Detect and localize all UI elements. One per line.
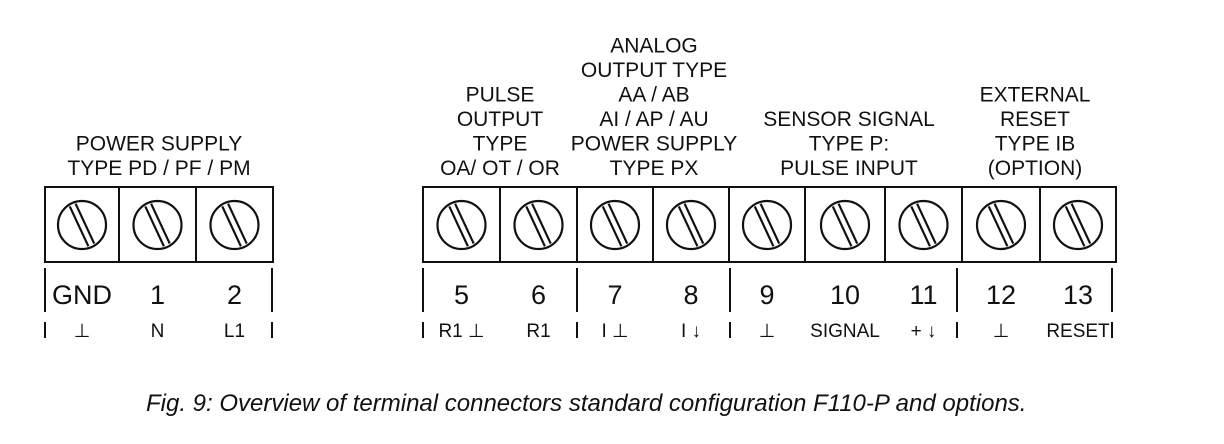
screw-slot-line — [753, 205, 775, 247]
screw-slot-line — [607, 203, 629, 245]
screw-slot-line — [454, 203, 475, 245]
terminal-sublabel: ⊥ — [759, 321, 776, 342]
screw-icon — [741, 199, 793, 251]
terminal-number: 10 — [830, 280, 860, 310]
terminal-number: 12 — [986, 280, 1016, 310]
screw-icon — [1052, 199, 1104, 251]
terminal-sublabel: ⊥ — [74, 321, 91, 342]
screw-slot-line — [759, 203, 781, 245]
screw-slot-line — [227, 203, 248, 245]
figure-caption: Fig. 9: Overview of terminal connectors … — [146, 390, 1027, 417]
screw-slot-line — [831, 205, 853, 247]
group-header-sensor: PULSE INPUT — [780, 157, 918, 180]
terminal-number: 5 — [454, 280, 469, 310]
group-header-power: TYPE PD / PF / PM — [67, 157, 250, 180]
terminal-number: 2 — [227, 280, 242, 310]
screw-slot-line — [910, 205, 931, 247]
terminal-number: 11 — [909, 280, 937, 310]
screw-slot-line — [1064, 205, 1086, 247]
group-header-pulse: TYPE — [473, 133, 528, 156]
screw-slot-line — [987, 205, 1009, 247]
group-header-sensor: TYPE P: — [809, 133, 890, 156]
group-header-pulse: OUTPUT — [457, 108, 544, 131]
group-header-reset: (OPTION) — [988, 157, 1083, 180]
terminal-number: 13 — [1063, 280, 1093, 310]
screw-slot-line — [144, 205, 165, 247]
screw-slot-line — [74, 203, 96, 245]
terminal-sublabel: ⊥ — [993, 321, 1010, 342]
screw-icon — [975, 199, 1027, 251]
group-header-analog: AI / AP / AU — [599, 108, 708, 131]
group-header-pulse: PULSE — [466, 84, 535, 107]
group-header-pulse: OA/ OT / OR — [440, 157, 560, 180]
screw-icon — [665, 199, 717, 251]
terminal-sublabel: SIGNAL — [810, 321, 880, 342]
screw-slot-line — [531, 203, 552, 245]
terminal-block-2 — [422, 186, 1117, 263]
group-header-analog: OUTPUT TYPE — [581, 59, 727, 82]
group-header-reset: RESET — [1000, 108, 1070, 131]
group-header-analog: AA / AB — [618, 84, 689, 107]
screw-slot-line — [837, 203, 859, 245]
screw-slot-line — [993, 203, 1015, 245]
screw-slot-line — [916, 203, 937, 245]
screw-slot-line — [68, 205, 90, 247]
screw-icon — [513, 199, 564, 251]
terminal-sublabel: N — [151, 321, 165, 342]
screw-slot-line — [601, 205, 623, 247]
terminal-number: 1 — [150, 280, 165, 310]
group-header-power: POWER SUPPLY — [76, 133, 242, 156]
screw-icon — [589, 199, 641, 251]
screw-slot-line — [683, 203, 705, 245]
terminal-sublabel: L1 — [224, 321, 245, 342]
group-header-analog: ANALOG — [610, 35, 698, 58]
screw-slot-line — [1070, 203, 1092, 245]
screw-slot-line — [677, 205, 699, 247]
group-header-sensor: SENSOR SIGNAL — [763, 108, 935, 131]
terminal-number: 7 — [607, 280, 622, 310]
screw-icon — [898, 199, 949, 251]
terminal-number: 6 — [531, 280, 546, 310]
screw-slot-line — [221, 205, 242, 247]
screw-slot-line — [150, 203, 171, 245]
terminal-sublabel: + ↓ — [911, 321, 937, 342]
screw-icon — [436, 199, 487, 251]
group-header-reset: TYPE IB — [995, 133, 1076, 156]
screw-slot-line — [448, 205, 469, 247]
screw-icon — [819, 199, 871, 251]
group-header-analog: TYPE PX — [610, 157, 699, 180]
terminal-number: 9 — [759, 280, 774, 310]
terminal-sublabel: RESET — [1046, 321, 1110, 342]
screw-icon — [209, 199, 260, 251]
terminal-sublabel: I ⊥ — [601, 321, 628, 342]
terminal-sublabel: I ↓ — [681, 321, 701, 342]
terminal-block-1 — [44, 186, 274, 263]
screw-icon — [56, 199, 108, 251]
screw-icon — [132, 199, 183, 251]
group-header-reset: EXTERNAL — [980, 84, 1091, 107]
group-header-analog: POWER SUPPLY — [571, 133, 737, 156]
terminal-sublabel: R1 ⊥ — [438, 321, 484, 342]
screw-slot-line — [525, 205, 546, 247]
terminal-sublabel: R1 — [526, 321, 550, 342]
terminal-number: GND — [52, 280, 112, 310]
terminal-number: 8 — [683, 280, 698, 310]
